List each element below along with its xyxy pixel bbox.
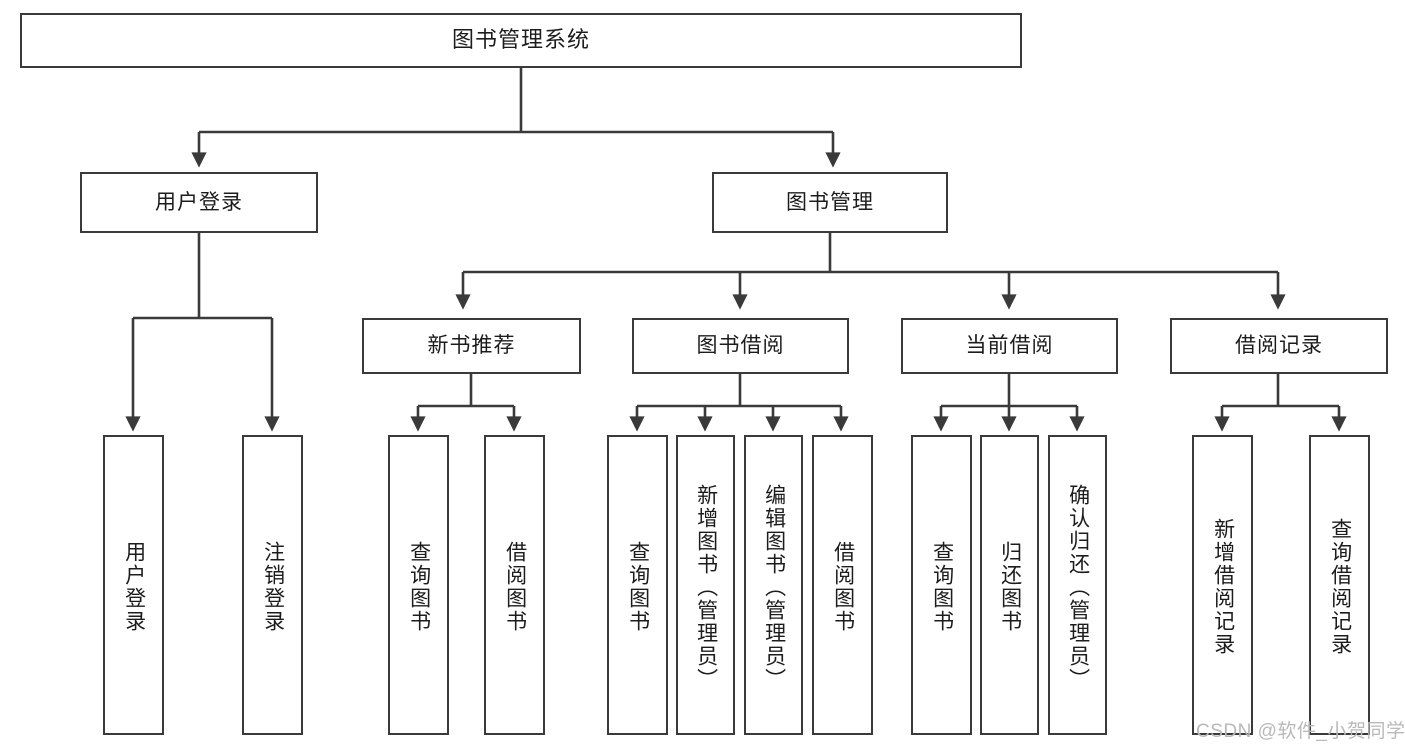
node-book-management[interactable]: 图书管理 — [712, 172, 948, 233]
node-book-borrow-label: 图书借阅 — [696, 334, 785, 358]
node-user-login[interactable]: 用户登录 — [80, 172, 318, 233]
node-book-borrow[interactable]: 图书借阅 — [632, 318, 849, 374]
csdn-watermark: CSDN @软件_小贺同学 — [1196, 721, 1405, 742]
node-leaf-query-book-1[interactable]: 查询图书 — [388, 435, 449, 735]
node-leaf-return-book-label: 归还图书 — [998, 541, 1022, 633]
node-leaf-add-record[interactable]: 新增借阅记录 — [1192, 435, 1253, 735]
node-leaf-add-record-label: 新增借阅记录 — [1211, 518, 1235, 656]
node-leaf-borrow-book-1[interactable]: 借阅图书 — [484, 435, 545, 735]
node-borrow-record-label: 借阅记录 — [1235, 334, 1323, 358]
node-leaf-confirm-return[interactable]: 确认归还（管理员） — [1048, 435, 1107, 735]
node-leaf-edit-book-label: 编辑图书（管理员） — [762, 483, 786, 691]
node-leaf-logout[interactable]: 注销登录 — [242, 435, 303, 735]
node-book-management-label: 图书管理 — [786, 190, 874, 214]
node-leaf-borrow-book-2[interactable]: 借阅图书 — [812, 435, 873, 735]
node-borrow-record[interactable]: 借阅记录 — [1170, 318, 1388, 374]
node-user-login-label: 用户登录 — [155, 190, 243, 214]
node-leaf-query-record-label: 查询借阅记录 — [1328, 518, 1352, 656]
node-leaf-query-book-1-label: 查询图书 — [407, 541, 431, 633]
node-leaf-user-login-label: 用户登录 — [122, 541, 146, 633]
node-leaf-query-book-2[interactable]: 查询图书 — [607, 435, 668, 735]
node-current-borrow[interactable]: 当前借阅 — [901, 318, 1118, 374]
node-leaf-borrow-book-1-label: 借阅图书 — [503, 541, 527, 633]
node-leaf-user-login[interactable]: 用户登录 — [103, 435, 164, 735]
node-new-book-recommend-label: 新书推荐 — [427, 334, 516, 358]
node-leaf-return-book[interactable]: 归还图书 — [980, 435, 1039, 735]
node-leaf-query-book-3[interactable]: 查询图书 — [911, 435, 972, 735]
node-root[interactable]: 图书管理系统 — [20, 13, 1022, 68]
node-new-book-recommend[interactable]: 新书推荐 — [362, 318, 581, 374]
node-root-label: 图书管理系统 — [451, 27, 590, 53]
node-leaf-confirm-return-label: 确认归还（管理员） — [1066, 483, 1090, 691]
node-leaf-edit-book[interactable]: 编辑图书（管理员） — [744, 435, 803, 735]
node-leaf-logout-label: 注销登录 — [261, 541, 285, 633]
node-current-borrow-label: 当前借阅 — [965, 334, 1054, 358]
node-leaf-query-record[interactable]: 查询借阅记录 — [1309, 435, 1370, 735]
node-leaf-add-book[interactable]: 新增图书（管理员） — [676, 435, 735, 735]
node-leaf-query-book-3-label: 查询图书 — [930, 541, 954, 633]
node-leaf-add-book-label: 新增图书（管理员） — [694, 483, 718, 691]
node-leaf-borrow-book-2-label: 借阅图书 — [831, 541, 855, 633]
node-leaf-query-book-2-label: 查询图书 — [626, 541, 650, 633]
